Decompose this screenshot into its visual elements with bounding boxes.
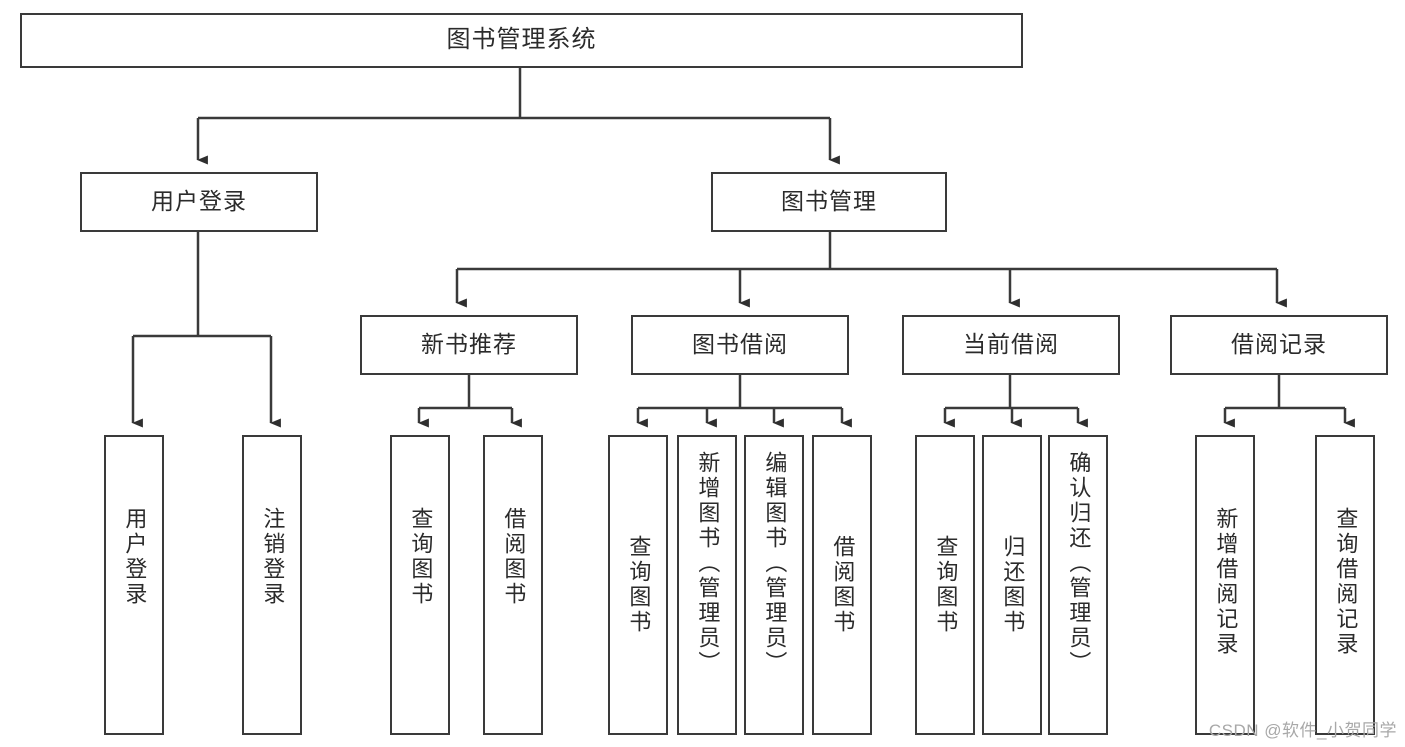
leaf-new-book-borrow[interactable]: 借阅图书 — [483, 435, 543, 735]
node-label: 查询图书 — [408, 507, 434, 607]
node-label: 图书管理 — [781, 188, 877, 215]
node-label: 借阅图书 — [501, 507, 527, 607]
leaf-book-borrow-edit[interactable]: 编辑图书（管理员） — [744, 435, 804, 735]
node-label: 用户登录 — [122, 507, 148, 607]
node-label: 查询图书 — [626, 535, 652, 635]
node-label: 新增借阅记录 — [1213, 507, 1239, 657]
leaf-borrow-record-add[interactable]: 新增借阅记录 — [1195, 435, 1255, 735]
node-label: 编辑图书（管理员） — [762, 451, 788, 676]
node-new-book-recommend[interactable]: 新书推荐 — [360, 315, 578, 375]
node-current-borrow[interactable]: 当前借阅 — [902, 315, 1120, 375]
leaf-book-borrow-query[interactable]: 查询图书 — [608, 435, 668, 735]
node-label: 图书管理系统 — [446, 26, 597, 54]
node-label: 借阅图书 — [830, 535, 856, 635]
node-root-system[interactable]: 图书管理系统 — [20, 13, 1023, 68]
node-label: 查询图书 — [933, 535, 959, 635]
node-borrow-record[interactable]: 借阅记录 — [1170, 315, 1388, 375]
leaf-user-login-login[interactable]: 用户登录 — [104, 435, 164, 735]
leaf-borrow-record-query[interactable]: 查询借阅记录 — [1315, 435, 1375, 735]
node-label: 确认归还（管理员） — [1066, 451, 1092, 676]
node-book-borrow[interactable]: 图书借阅 — [631, 315, 849, 375]
node-label: 用户登录 — [151, 188, 247, 215]
node-user-login[interactable]: 用户登录 — [80, 172, 318, 232]
leaf-book-borrow-borrow[interactable]: 借阅图书 — [812, 435, 872, 735]
node-label: 查询借阅记录 — [1333, 507, 1359, 657]
leaf-new-book-query[interactable]: 查询图书 — [390, 435, 450, 735]
node-label: 注销登录 — [260, 507, 286, 607]
leaf-current-borrow-query[interactable]: 查询图书 — [915, 435, 975, 735]
leaf-current-borrow-return[interactable]: 归还图书 — [982, 435, 1042, 735]
node-label: 新增图书（管理员） — [695, 451, 721, 676]
node-label: 图书借阅 — [692, 331, 788, 358]
leaf-current-borrow-confirm[interactable]: 确认归还（管理员） — [1048, 435, 1108, 735]
node-label: 新书推荐 — [421, 331, 517, 358]
leaf-user-login-logout[interactable]: 注销登录 — [242, 435, 302, 735]
node-label: 归还图书 — [1000, 535, 1026, 635]
node-label: 当前借阅 — [963, 331, 1059, 358]
node-book-management[interactable]: 图书管理 — [711, 172, 947, 232]
node-label: 借阅记录 — [1231, 331, 1327, 358]
leaf-book-borrow-add[interactable]: 新增图书（管理员） — [677, 435, 737, 735]
